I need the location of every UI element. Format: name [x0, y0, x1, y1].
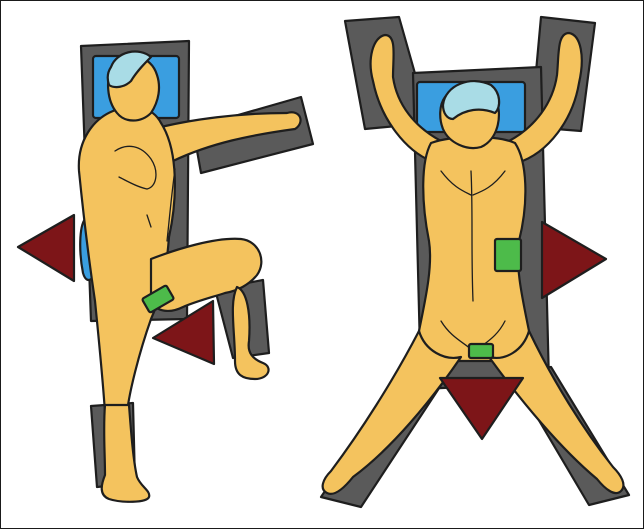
patient-body-left	[79, 52, 301, 502]
arrow-left-icon	[18, 215, 74, 281]
arrow-right-icon	[542, 222, 606, 298]
left-panel	[18, 41, 313, 502]
electrode-pad-sacral	[469, 344, 493, 358]
electrode-pad-back	[495, 239, 521, 271]
right-panel	[321, 17, 629, 507]
arrow-down-icon	[440, 378, 523, 439]
